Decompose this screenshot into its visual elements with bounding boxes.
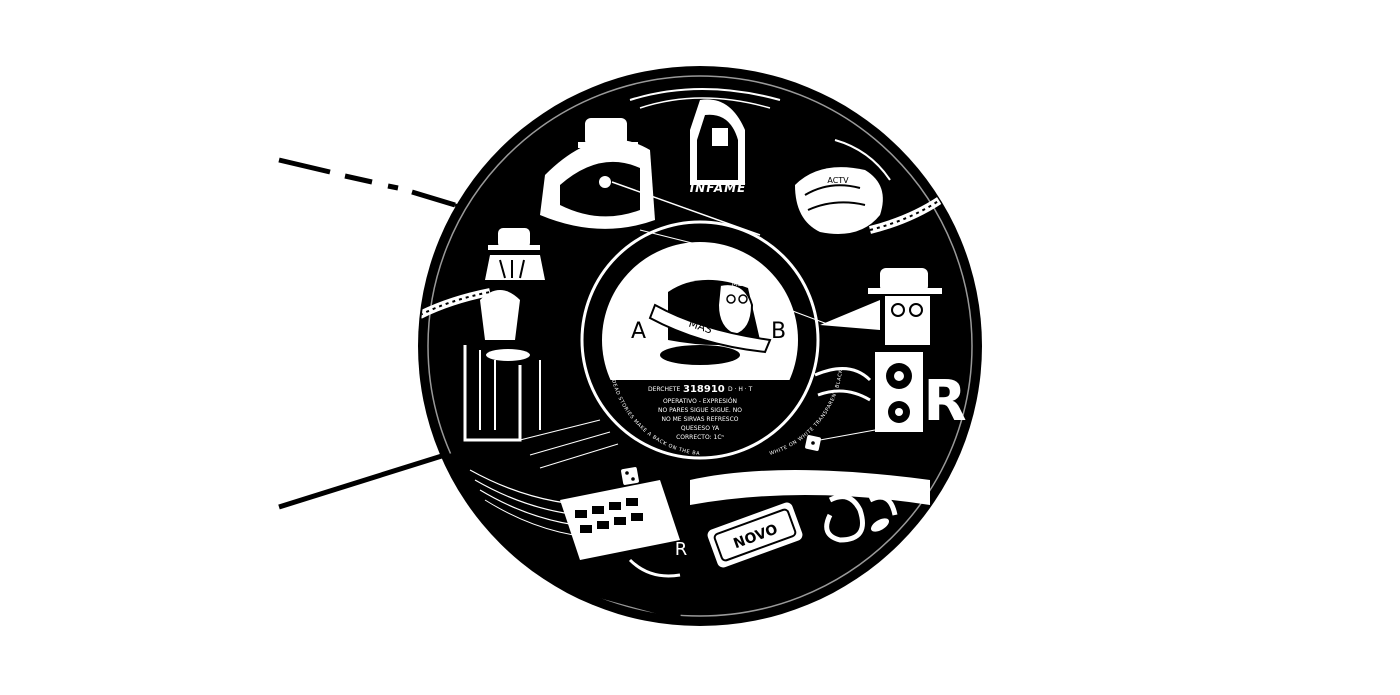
label-line-1: OPERATIVO - EXPRESIÓN: [663, 398, 737, 405]
label-character: MAS ME: [648, 279, 772, 365]
side-b-label: B: [771, 319, 786, 344]
top-swoosh: [629, 88, 891, 181]
connector-lines: [639, 229, 876, 441]
fist-letters: ACTV: [827, 176, 849, 185]
hat-figure-top-left: [540, 118, 761, 236]
speaker-right: R: [814, 352, 967, 434]
dice: [621, 435, 821, 485]
center-label: A B MAS ME DERCHETE 318910 D · H · T OPE…: [631, 279, 786, 441]
infame-caption: INFAME: [690, 181, 747, 195]
can-bottom-right: NOVO: [690, 470, 930, 568]
catalog-prefix: DERCHETE: [648, 386, 680, 393]
label-line-4: QUESESO YA: [681, 425, 720, 432]
keyboard-letter: R: [675, 539, 688, 560]
catalog-number: 318910: [683, 384, 725, 395]
side-a-label: A: [631, 319, 646, 344]
speaker-letter: R: [923, 369, 966, 434]
hooded-figure-top: INFAME: [690, 99, 747, 195]
keyboard-hand-bottom: R: [560, 480, 688, 578]
label-line-3: NO ME SIRVAS REFRESCO: [661, 416, 738, 423]
label-line-5: CORRECTO: 1Cⁿ: [676, 434, 724, 441]
fist-top-right: ACTV: [795, 167, 943, 234]
badge-text: ME: [732, 280, 742, 288]
label-line-2: NO PARES SIGUE SIGUE. NO: [658, 407, 742, 414]
catalog-suffix: D · H · T: [728, 386, 753, 393]
megaphone-figure-right: [820, 268, 942, 345]
hat-figure-left: [420, 228, 545, 442]
